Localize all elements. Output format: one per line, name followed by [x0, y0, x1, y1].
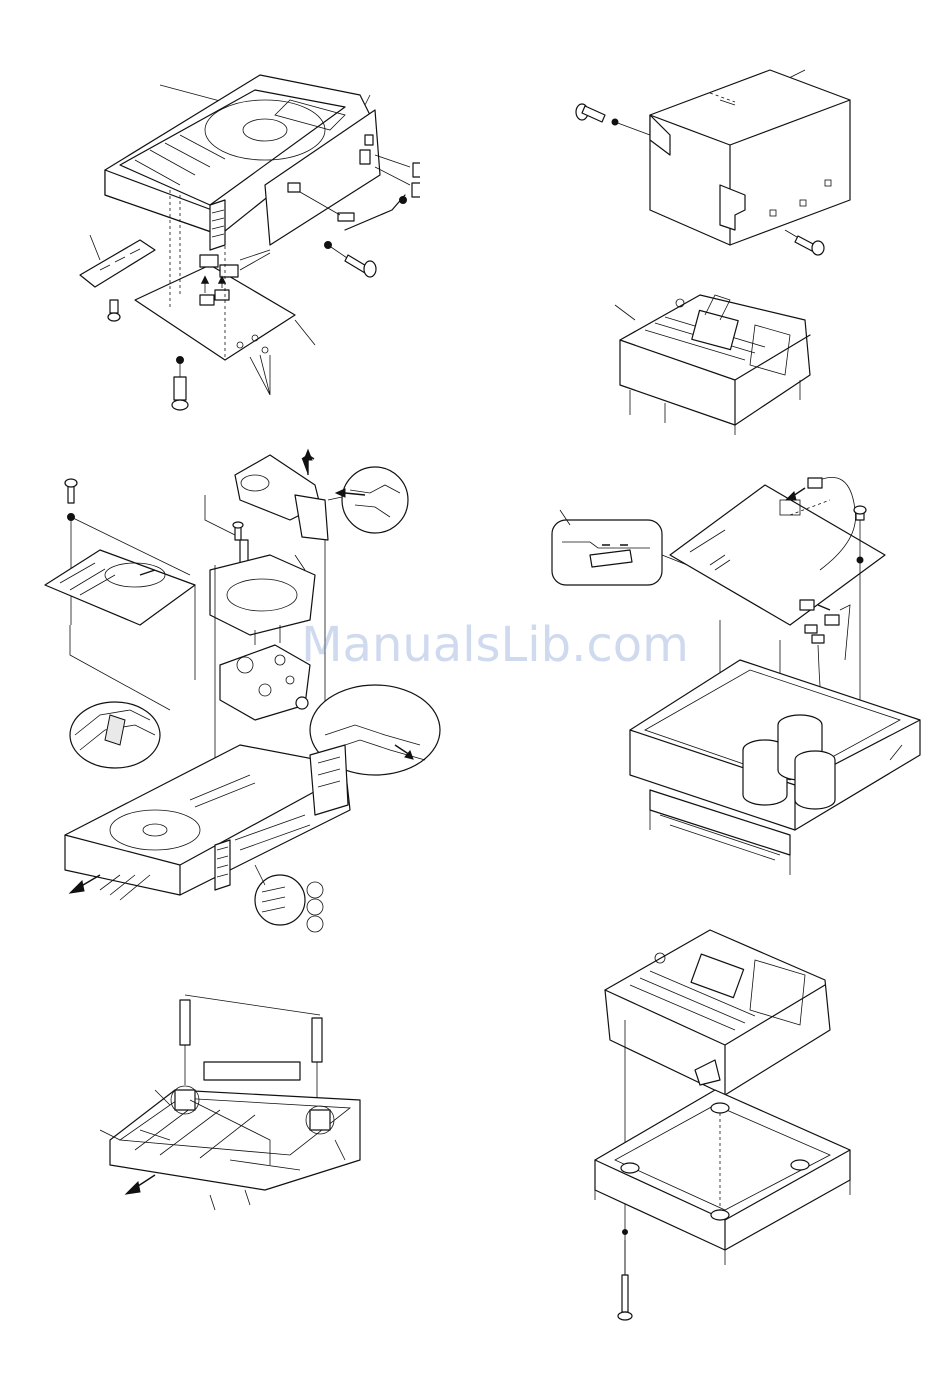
diagram-cd-mechanism-pcb	[60, 55, 420, 425]
chassis-pcb-drawing	[550, 470, 930, 890]
loader-disassembly-drawing	[40, 445, 450, 945]
mechanism-unit-drawing	[605, 275, 845, 435]
diagram-mechanism-unit	[605, 275, 845, 435]
diagram-top-cover-removal	[570, 60, 870, 260]
cd-mechanism-pcb-drawing	[60, 55, 420, 425]
top-cover-drawing	[570, 60, 870, 260]
watermark: ManualsLib.com	[275, 610, 715, 680]
mechanism-base-drawing	[585, 920, 855, 1340]
diagram-loader-disassembly	[40, 445, 450, 945]
tray-release-drawing	[100, 990, 390, 1230]
diagram-chassis-pcb	[550, 470, 930, 890]
diagram-tray-release	[100, 990, 390, 1230]
diagram-mechanism-base	[585, 920, 855, 1340]
